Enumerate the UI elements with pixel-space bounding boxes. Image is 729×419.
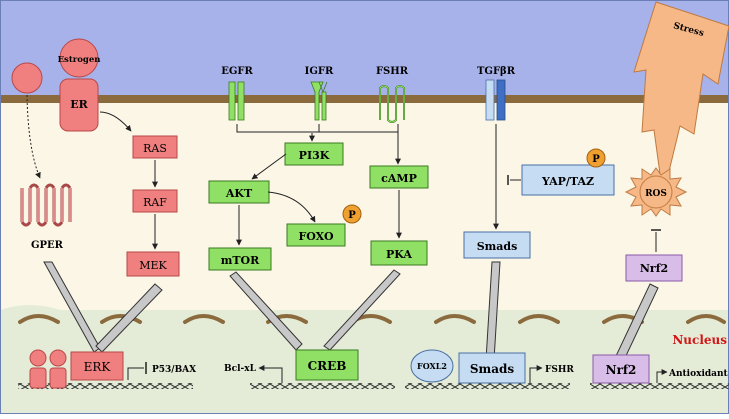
p53-inhibit-arrow <box>127 367 144 380</box>
egfr-receptor <box>228 81 245 121</box>
gper-label: GPER <box>31 240 64 251</box>
yap-taz-label: YAP/TAZ <box>541 175 594 188</box>
pi3k-node <box>284 142 344 166</box>
nrf2-nucleus-node <box>592 354 650 384</box>
smads-cyto-label: Smads <box>477 240 518 253</box>
tgfbr-receptor <box>485 79 506 121</box>
ros-burst <box>624 167 688 217</box>
erk-label: ERK <box>84 360 112 374</box>
nrf2-nucleus-label: Nrf2 <box>606 363 637 377</box>
er-receptor <box>59 78 99 132</box>
foxl2-node <box>410 349 454 383</box>
camp-node <box>369 165 429 189</box>
ligand-circle-left <box>11 62 43 94</box>
mtor-label: mTOR <box>221 254 260 267</box>
foxo-label: FOXO <box>298 230 334 243</box>
nrf2-cyto-label: Nrf2 <box>640 262 668 275</box>
camp-label: cAMP <box>381 172 417 185</box>
igfr-receptor <box>310 81 328 121</box>
smads-nucleus-label: Smads <box>470 362 515 376</box>
signal-arrows <box>26 94 661 252</box>
pka-label: PKA <box>386 248 412 261</box>
fshr-receptor <box>379 85 405 123</box>
er-label: ER <box>70 98 88 111</box>
yap-phospho <box>586 148 606 168</box>
igfr-label: IGFR <box>305 66 334 77</box>
raf-node <box>132 189 178 213</box>
creb-label: CREB <box>308 359 347 373</box>
ras-node <box>132 135 178 159</box>
foxl2-label: FOXL2 <box>417 361 447 371</box>
ros-label: ROS <box>645 189 667 199</box>
foxo-phospho <box>342 204 362 224</box>
pka-node <box>370 240 428 266</box>
erk-node <box>70 351 124 381</box>
foxo-node <box>286 223 346 247</box>
p53-bax-label: P53/BAX <box>152 365 196 375</box>
bcl-xl-label: Bcl-xL <box>224 364 257 374</box>
egfr-label: EGFR <box>221 66 253 77</box>
estrogen-ligand <box>59 38 99 78</box>
mek-node <box>126 251 180 277</box>
smads-nucleus-node <box>458 352 526 384</box>
ras-label: RAS <box>143 142 167 155</box>
er-dimer <box>29 349 67 389</box>
raf-label: RAF <box>143 196 167 209</box>
antioxidant-label: Antioxidant <box>668 369 729 379</box>
yap-taz-node <box>521 164 615 196</box>
smads-cyto-node <box>463 231 531 259</box>
bcl-xl-arrow <box>258 365 283 383</box>
yap-phospho-label: P <box>592 154 600 165</box>
nucleus-label: Nucleus <box>672 333 727 347</box>
creb-node <box>295 349 359 381</box>
fshr-label: FSHR <box>376 66 409 77</box>
nrf2-cyto-node <box>625 254 683 282</box>
akt-label: AKT <box>225 187 253 200</box>
estrogen-label: Estrogen <box>58 55 101 65</box>
dna-strands <box>18 383 729 389</box>
cell-membrane <box>0 95 729 103</box>
tgfbr-label: TGFβR <box>477 66 516 77</box>
extracellular-region <box>0 0 729 98</box>
pi3k-label: PI3K <box>299 149 330 162</box>
nuclear-translocation-wedges <box>43 261 659 361</box>
fshr-gene-label: FSHR <box>545 365 574 375</box>
stress-bolt <box>633 1 729 197</box>
fshr-gene-arrow <box>529 365 543 383</box>
foxo-phospho-label: P <box>348 210 356 221</box>
mek-label: MEK <box>139 259 167 272</box>
antioxidant-arrow <box>656 369 668 383</box>
mtor-node <box>208 247 272 271</box>
